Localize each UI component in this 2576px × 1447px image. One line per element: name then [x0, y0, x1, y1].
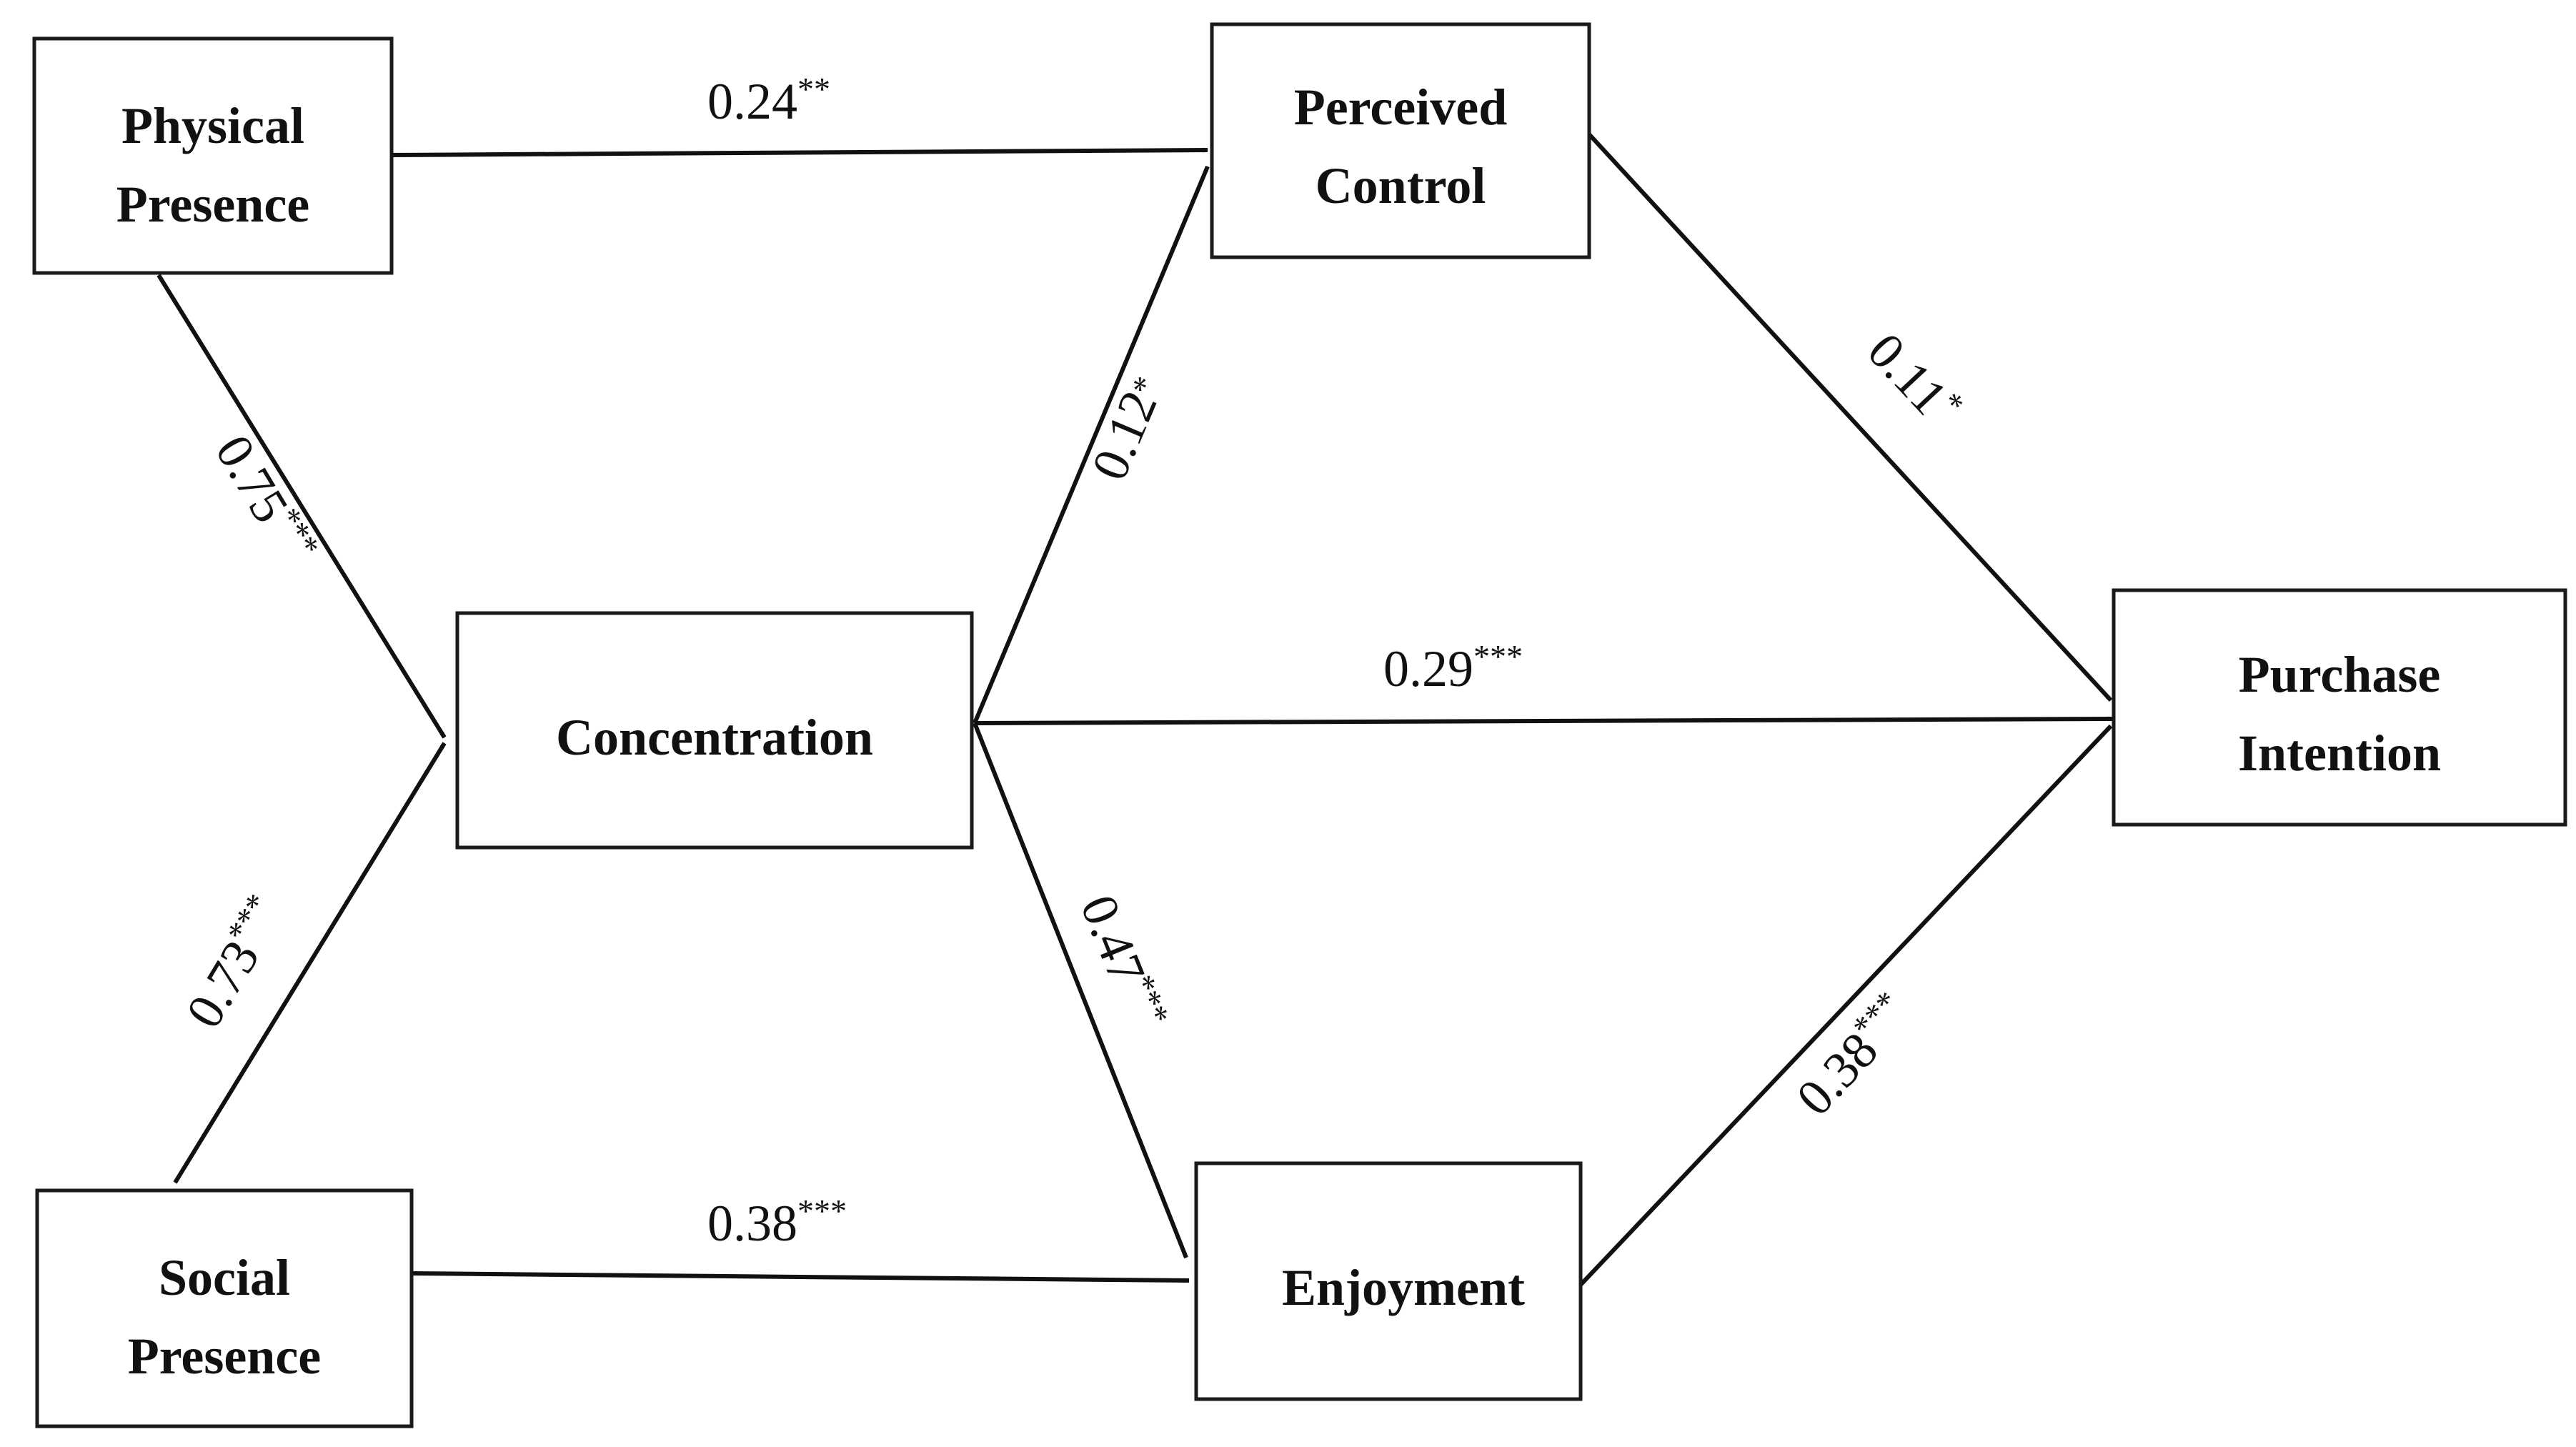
svg-text:Social: Social: [159, 1249, 290, 1306]
node-enjoyment: Enjoyment: [1194, 1161, 1583, 1401]
node-label-line: Purchase: [2239, 646, 2441, 703]
node-social-presence: Social Presence: [35, 1188, 414, 1428]
coef-significance: ***: [797, 1193, 847, 1229]
coef-perceived-control-to-purchase-intention: 0.11*: [1856, 321, 1971, 438]
coef-concentration-to-purchase-intention: 0.29***: [1383, 638, 1523, 697]
edge-concentration-to-enjoyment: [973, 722, 1188, 1259]
svg-text:Perceived: Perceived: [1294, 79, 1508, 136]
svg-text:Control: Control: [1316, 157, 1486, 214]
node-concentration: Concentration: [455, 611, 974, 850]
node-label-line: Intention: [2238, 725, 2441, 782]
node-physical-presence: Physical Presence: [32, 36, 394, 275]
coef-concentration-to-perceived-control: 0.12*: [1080, 367, 1175, 487]
nodes: Physical Presence Social Presence Concen…: [32, 22, 2567, 1428]
node-label-line: Presence: [116, 176, 310, 233]
svg-text:Physical: Physical: [121, 97, 304, 154]
svg-text:Intention: Intention: [2238, 725, 2441, 782]
edge-enjoyment-to-purchase-intention: [1578, 724, 2113, 1287]
node-label-line: Perceived: [1294, 79, 1508, 136]
node-label-line: Concentration: [556, 709, 873, 766]
coef-physical-to-perceived-control: 0.24**: [707, 71, 830, 130]
coef-significance: **: [797, 71, 830, 107]
edge-concentration-to-perceived-control: [973, 165, 1210, 725]
node-label-line: Control: [1316, 157, 1486, 214]
node-label-line: Social: [159, 1249, 290, 1306]
coef-concentration-to-enjoyment: 0.47***: [1070, 887, 1177, 1038]
coef-value: 0.29: [1383, 640, 1473, 697]
coef-enjoyment-to-purchase-intention: 0.38***: [1784, 984, 1923, 1126]
edge-social-to-enjoyment: [411, 1271, 1190, 1283]
edge-physical-to-concentration: [156, 274, 447, 739]
edges: [156, 132, 2113, 1287]
svg-text:Presence: Presence: [116, 176, 310, 233]
svg-text:Presence: Presence: [128, 1328, 322, 1385]
edge-perceived-control-to-purchase-intention: [1587, 132, 2113, 702]
node-label-line: Presence: [128, 1328, 322, 1385]
coef-value: 0.24: [707, 73, 797, 130]
svg-text:Enjoyment: Enjoyment: [1282, 1259, 1525, 1316]
edge-labels: 0.24** 0.75*** 0.73*** 0.38*** 0.12* 0.2…: [175, 71, 1971, 1252]
node-label-line: Enjoyment: [1282, 1259, 1525, 1316]
svg-text:Purchase: Purchase: [2239, 646, 2441, 703]
edge-concentration-to-purchase-intention: [974, 716, 2113, 725]
node-label-line: Physical: [121, 97, 304, 154]
svg-text:Concentration: Concentration: [556, 709, 873, 766]
coef-value: 0.38: [707, 1195, 797, 1252]
coef-significance: ***: [1473, 638, 1523, 675]
node-perceived-control: Perceived Control: [1210, 22, 1591, 259]
node-purchase-intention: Purchase Intention: [2112, 588, 2567, 827]
edge-social-to-concentration: [173, 742, 447, 1184]
coef-value: 0.73: [175, 931, 270, 1038]
coef-social-to-enjoyment: 0.38***: [707, 1193, 847, 1252]
edge-physical-to-perceived-control: [391, 147, 1208, 157]
coef-physical-to-concentration: 0.75***: [204, 424, 327, 575]
